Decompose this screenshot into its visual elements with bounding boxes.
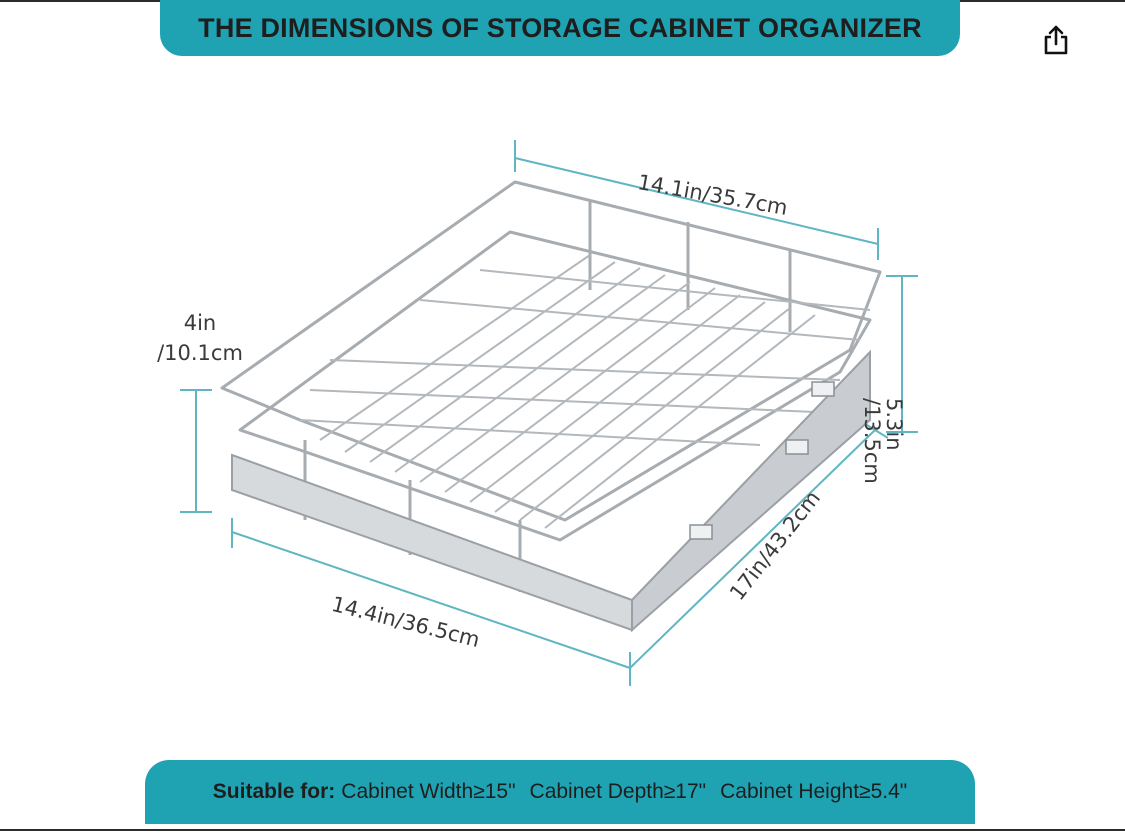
right-height-inches: 5.3in [882,398,906,451]
dimension-lines [180,140,918,686]
spec-cabinet-height: Cabinet Height≥5.4" [720,780,908,803]
left-height-inches: 4in [183,311,217,335]
bottom-border [0,829,1125,831]
share-button[interactable] [1038,22,1074,58]
dimension-right-height: 5.3in /13.5cm [860,398,906,484]
basket-grid [299,254,871,529]
spec-cabinet-width: Cabinet Width≥15" [341,780,516,803]
title-banner: THE DIMENSIONS OF STORAGE CABINET ORGANI… [160,0,960,56]
left-height-cm: /10.1cm [157,341,243,365]
slide-rails [231,349,871,633]
title-text: THE DIMENSIONS OF STORAGE CABINET ORGANI… [198,12,922,43]
suitability-banner: Suitable for: Cabinet Width≥15" Cabinet … [145,760,975,824]
right-height-cm: /13.5cm [860,398,884,484]
dimension-left-height: 4in /10.1cm [150,308,250,368]
suitable-for-label: Suitable for: [212,780,336,803]
share-icon [1044,25,1068,55]
spec-cabinet-depth: Cabinet Depth≥17" [529,780,707,803]
